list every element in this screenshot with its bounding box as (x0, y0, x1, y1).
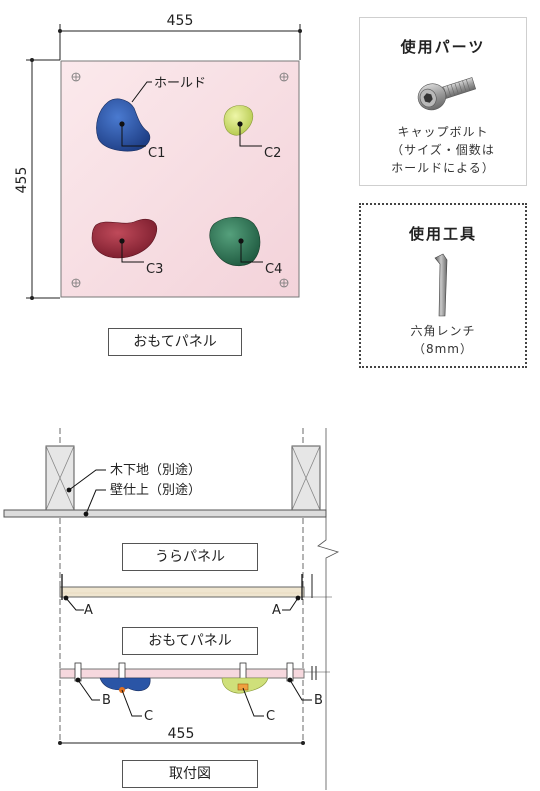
leader-lines-bc (77, 679, 312, 717)
install-caption: 取付図 (122, 760, 258, 788)
parts-line-2: （サイズ・個数は (391, 143, 495, 157)
marker-b-right: B (314, 693, 323, 708)
hold-label-c2: C2 (264, 146, 281, 161)
front-panel-view: 455 455 (14, 13, 302, 300)
base-label: 木下地（別途） (110, 462, 201, 478)
leader-lines-a (65, 597, 299, 611)
install-width-label: 455 (168, 726, 195, 742)
wall-label: 壁仕上（別途） (110, 482, 201, 498)
marker-a-left: A (84, 603, 93, 618)
leader-dot (287, 677, 293, 683)
leader-lines-install (68, 469, 106, 515)
height-dimension-label: 455 (14, 167, 30, 194)
hold-label-c1: C1 (148, 146, 165, 161)
wood-stud-left (45, 445, 75, 511)
leader-dot (63, 595, 69, 601)
marker-c-left: C (144, 709, 153, 724)
front-panel-install-caption: おもてパネル (122, 627, 258, 655)
front-panel-caption: おもてパネル (108, 328, 242, 356)
marker-c-right: C (266, 709, 275, 724)
width-dimension-label: 455 (167, 13, 194, 29)
screw-hole (279, 278, 289, 288)
cap-bolt-icon (360, 65, 526, 123)
wall-finish (3, 509, 327, 518)
parts-line-1: キャップボルト (397, 125, 489, 139)
front-panel-section (59, 662, 330, 694)
hold-label-c3: C3 (146, 262, 163, 277)
back-panel-section (59, 574, 332, 600)
hold-section-blue (99, 677, 151, 691)
tools-line-2: （8mm） (412, 342, 473, 356)
tools-box: 使用工具 六角レンチ （8mm） (359, 203, 527, 368)
parts-line-3: ホールドによる） (391, 161, 495, 175)
hold-c4 (209, 216, 261, 267)
marker-a-right: A (272, 603, 281, 618)
width-dimension: 455 (58, 13, 302, 60)
break-line (317, 428, 340, 790)
marker-b-left: B (102, 693, 111, 708)
installation-view: 木下地（別途） 壁仕上（別途） A A (3, 428, 340, 790)
parts-box-title: 使用パーツ (400, 38, 486, 56)
leader-dot (83, 511, 89, 517)
install-width-dimension: 455 (58, 726, 305, 745)
screw-hole (71, 72, 81, 82)
leader-lines (121, 81, 263, 263)
front-panel (60, 60, 300, 298)
hold-label: ホールド (154, 76, 206, 91)
tools-box-title: 使用工具 (408, 225, 477, 243)
leader-dot (295, 595, 301, 601)
screw-hole (279, 72, 289, 82)
back-panel-caption: うらパネル (122, 543, 258, 571)
screw-hole (71, 278, 81, 288)
leader-dot (75, 677, 81, 683)
hold-label-c4: C4 (265, 262, 282, 277)
leader-dot (66, 487, 72, 493)
height-dimension: 455 (14, 58, 60, 300)
wood-stud-right (291, 445, 321, 511)
hex-wrench-icon (361, 250, 525, 322)
hold-c2 (223, 105, 254, 136)
hold-c3 (91, 219, 158, 259)
parts-box: 使用パーツ キャップボルト （サイズ・個数は ホールドによる） (359, 17, 527, 186)
tools-line-1: 六角レンチ (410, 324, 476, 338)
screw-holes (71, 72, 289, 288)
